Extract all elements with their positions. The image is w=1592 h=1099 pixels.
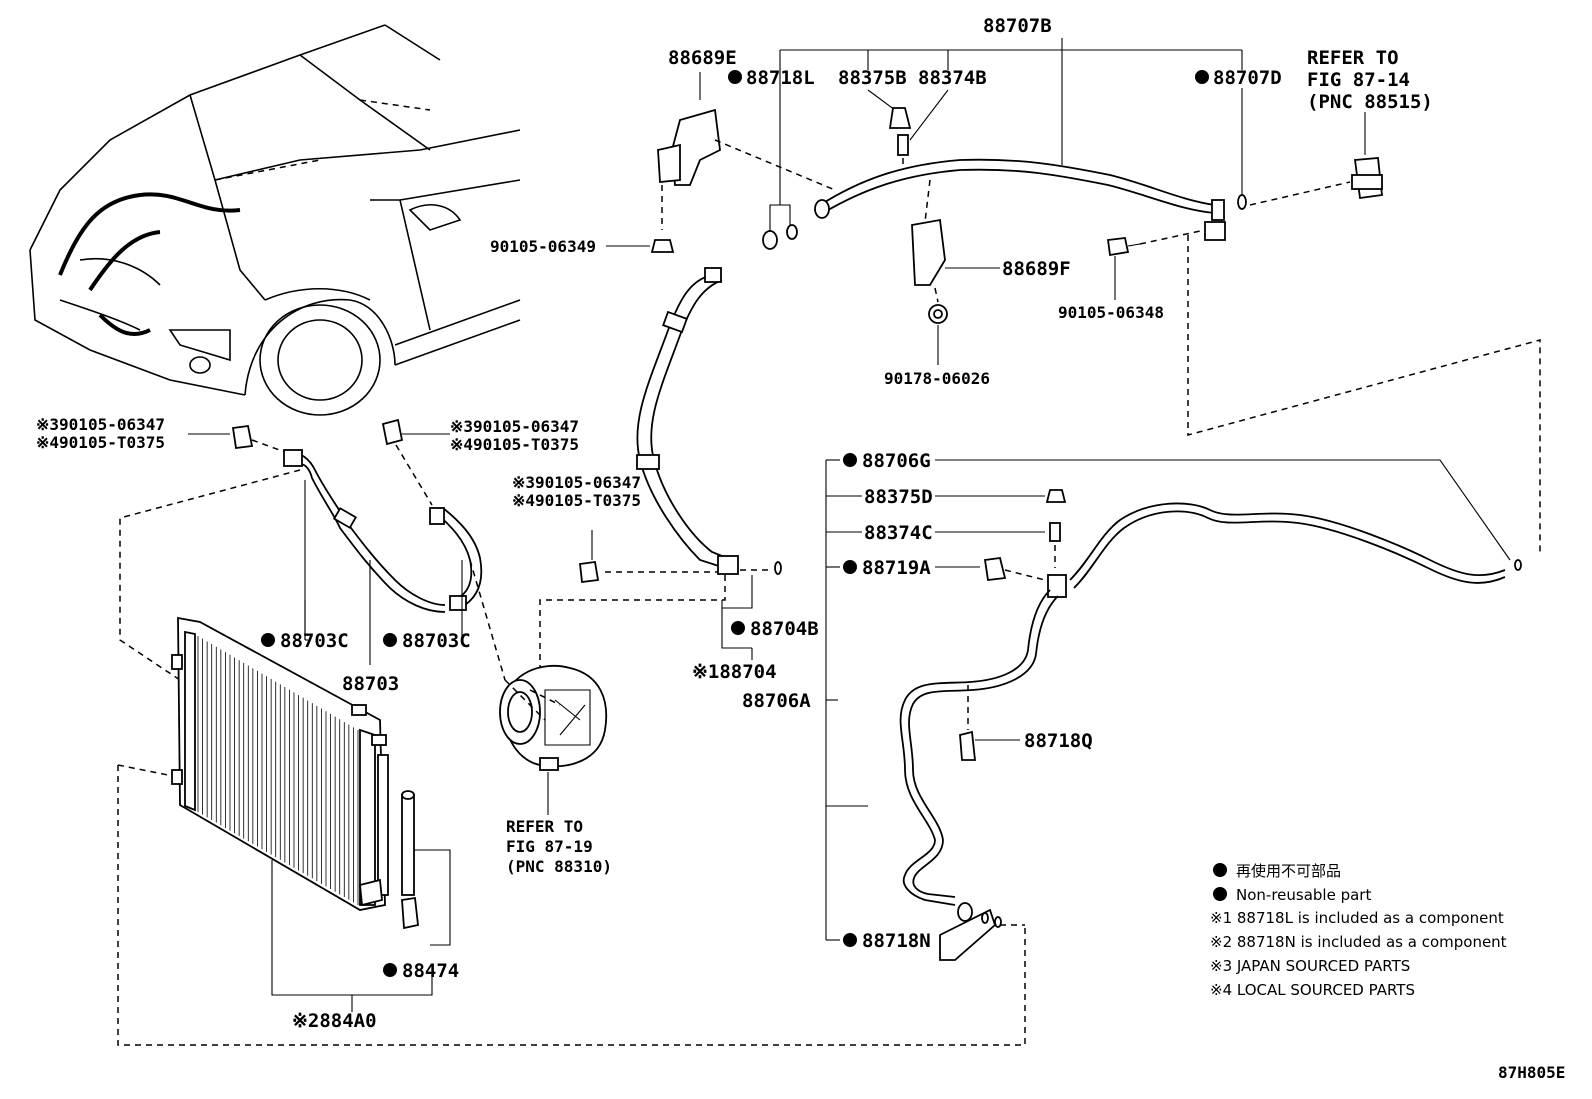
label-88474: 88474	[402, 960, 459, 982]
non-reusable-marker	[1195, 70, 1209, 84]
figure-code: 87H805E	[1498, 1063, 1565, 1082]
compressor-illustration	[499, 664, 608, 815]
label-90105-06348: 90105-06348	[1058, 303, 1164, 322]
refer-88515-line2: FIG 87-14	[1307, 69, 1410, 91]
label-88718L: 88718L	[746, 67, 815, 89]
suction-pipe-group	[606, 38, 1541, 555]
legend: 再使用不可部品 Non-reusable part ※1 88718L is i…	[1210, 862, 1507, 999]
non-reusable-marker	[728, 70, 742, 84]
label-88375B: 88375B	[838, 67, 907, 89]
label-88706A: 88706A	[742, 690, 811, 712]
legend-bullet	[1213, 863, 1227, 877]
label-88704: ※188704	[692, 661, 777, 683]
legend-note-4: ※4 LOCAL SOURCED PARTS	[1210, 981, 1415, 999]
label-90105-06349: 90105-06349	[490, 237, 596, 256]
legend-bullet	[1213, 887, 1227, 901]
label-88703C-b: 88703C	[402, 630, 471, 652]
legend-non-reusable: Non-reusable part	[1236, 886, 1371, 904]
label-bolt-japan-a: ※390105-06347	[36, 415, 165, 434]
label-88718Q: 88718Q	[1024, 730, 1093, 752]
label-88374C: 88374C	[864, 522, 933, 544]
non-reusable-marker	[843, 453, 857, 467]
label-88375D: 88375D	[864, 486, 933, 508]
part-labels: 88707B 88689E 88718L 88375B 88374B 88707…	[36, 15, 1565, 1082]
car-front-illustration	[29, 24, 521, 416]
non-reusable-marker	[383, 633, 397, 647]
label-88719A: 88719A	[862, 557, 931, 579]
label-88689E: 88689E	[668, 47, 737, 69]
label-bolt-local-a: ※490105-T0375	[36, 433, 165, 452]
legend-note-1: ※1 88718L is included as a component	[1210, 909, 1504, 927]
label-88718N: 88718N	[862, 930, 931, 952]
label-88703C-a: 88703C	[280, 630, 349, 652]
condenser-hose-group	[119, 418, 506, 681]
label-884A0: ※2884A0	[292, 1010, 377, 1032]
non-reusable-marker	[261, 633, 275, 647]
label-88706G: 88706G	[862, 450, 931, 472]
refer-88515-line3: (PNC 88515)	[1307, 91, 1433, 113]
label-88703: 88703	[342, 673, 399, 695]
label-bolt-local-c: ※490105-T0375	[512, 491, 641, 510]
label-bolt-japan-b: ※390105-06347	[450, 417, 579, 436]
refer-88310-line3: (PNC 88310)	[506, 857, 612, 876]
liquid-pipe-group	[825, 459, 1522, 961]
non-reusable-marker	[731, 621, 745, 635]
refer-88310-line1: REFER TO	[506, 817, 583, 836]
label-bolt-local-b: ※490105-T0375	[450, 435, 579, 454]
legend-note-3: ※3 JAPAN SOURCED PARTS	[1210, 957, 1410, 975]
discharge-hose-group	[539, 267, 782, 680]
label-88374B: 88374B	[918, 67, 987, 89]
non-reusable-marker	[843, 560, 857, 574]
label-bolt-japan-c: ※390105-06347	[512, 473, 641, 492]
label-88704B: 88704B	[750, 618, 819, 640]
non-reusable-marker	[843, 933, 857, 947]
legend-jp: 再使用不可部品	[1236, 862, 1341, 880]
non-reusable-marker	[383, 963, 397, 977]
label-88707D: 88707D	[1213, 67, 1282, 89]
refer-88310-line2: FIG 87-19	[506, 837, 593, 856]
label-88707B: 88707B	[983, 15, 1052, 37]
legend-note-2: ※2 88718N is included as a component	[1210, 933, 1507, 951]
label-90178-06026: 90178-06026	[884, 369, 990, 388]
condenser-illustration	[117, 616, 1026, 1046]
label-88689F: 88689F	[1002, 258, 1071, 280]
refer-88515-line1: REFER TO	[1307, 47, 1399, 69]
